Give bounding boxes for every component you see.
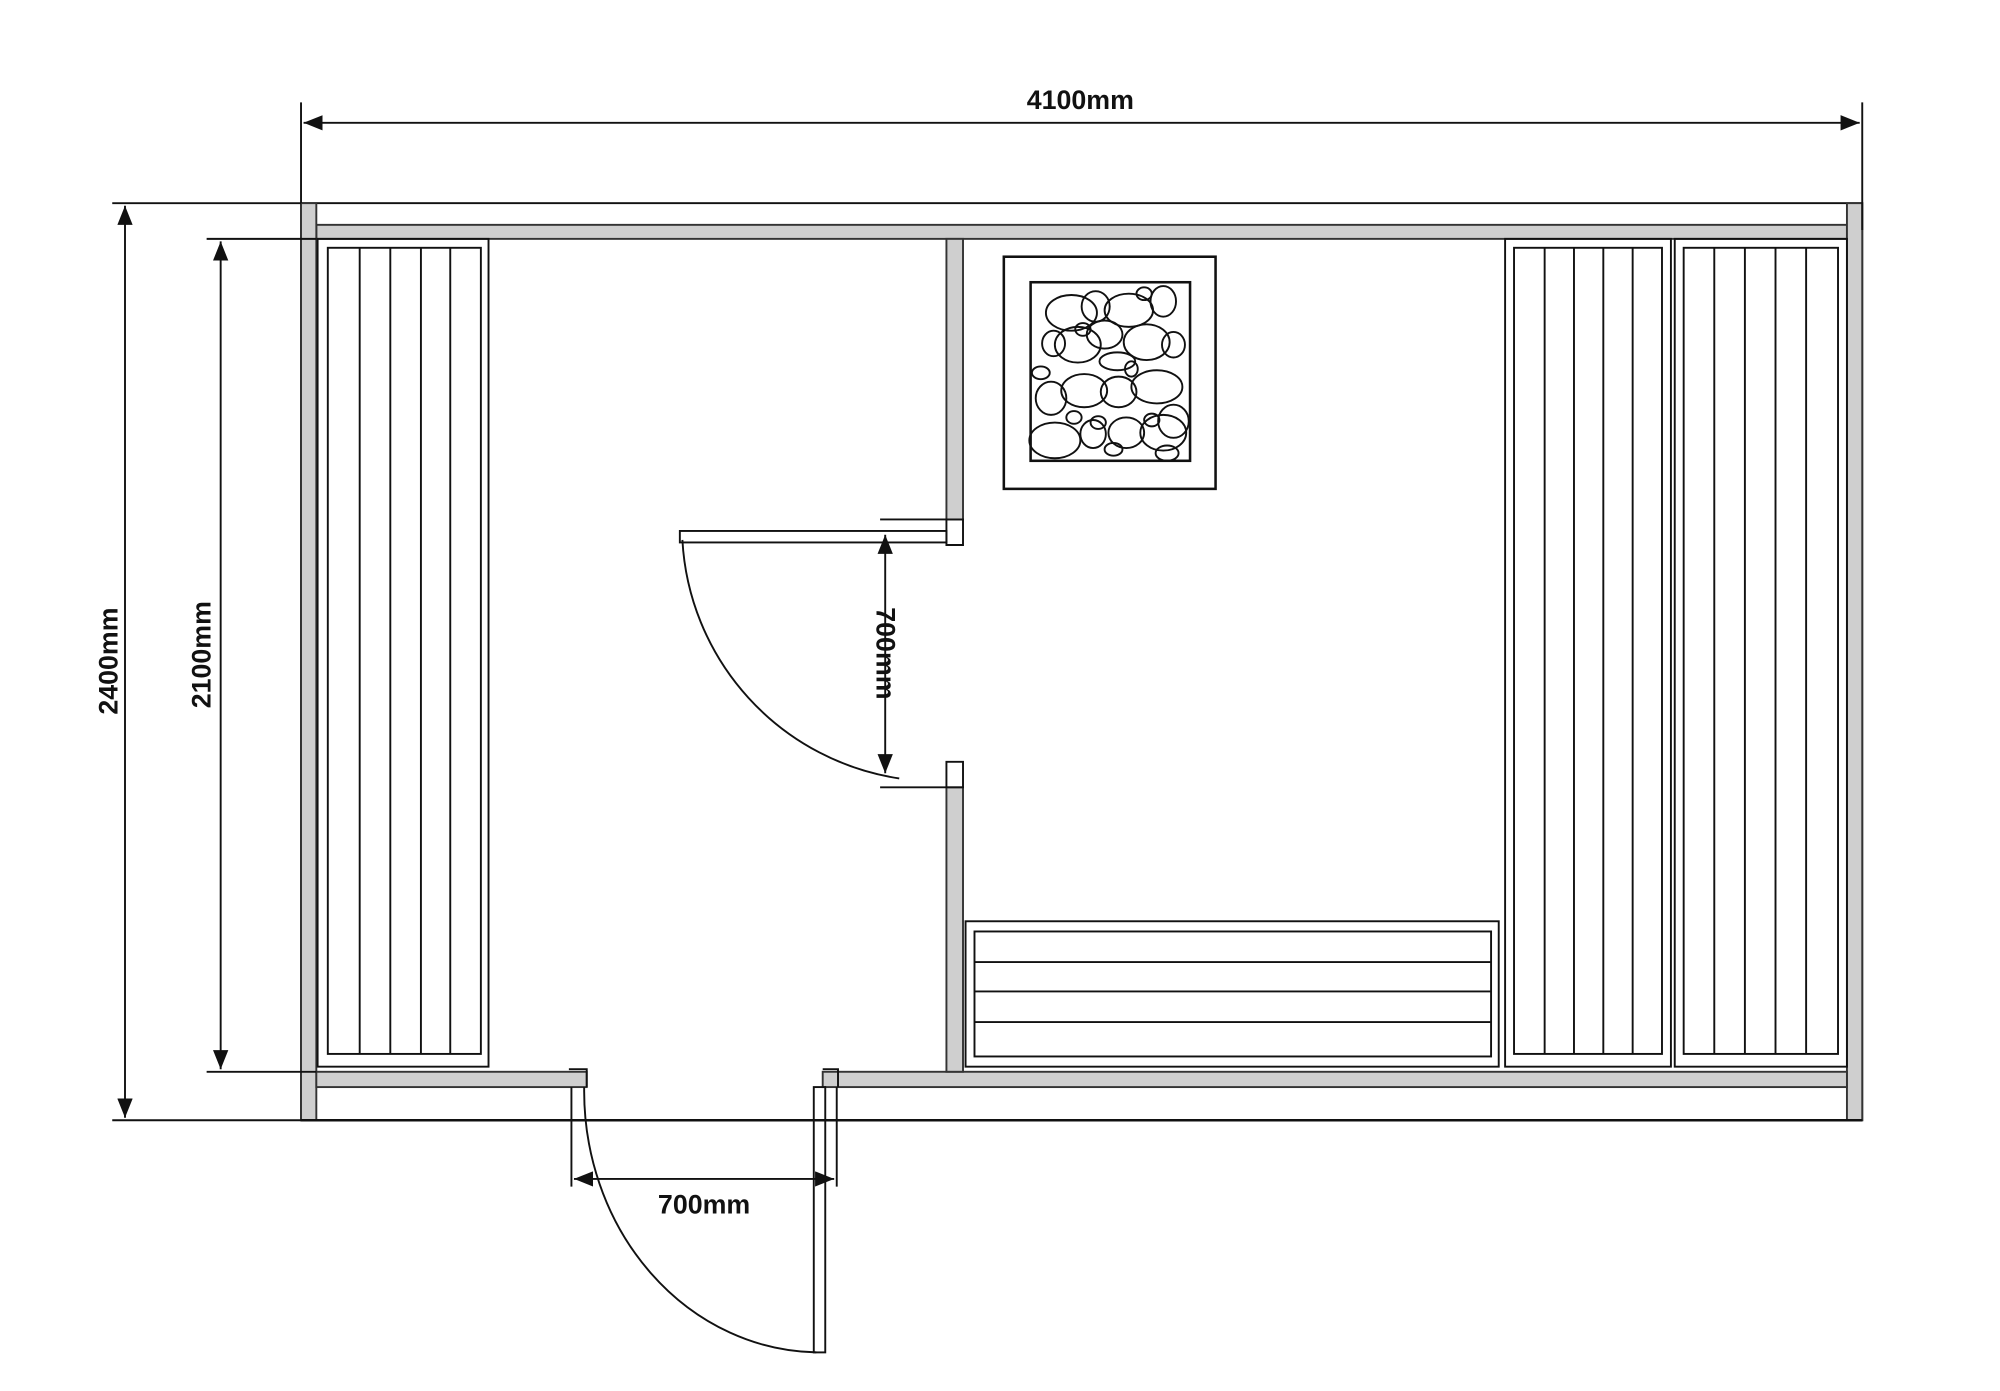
dimension-entrance-door: 700mm [573, 1171, 835, 1219]
outer-walls [300, 202, 1864, 1122]
dimension-inner-door: 700mm [870, 534, 900, 774]
width-label: 4100mm [1027, 85, 1134, 115]
bench-bottom [964, 920, 1500, 1068]
inner-door [678, 518, 948, 789]
dimension-depth: 2400mm [93, 202, 302, 1122]
depth-label: 2400mm [93, 607, 123, 714]
dimension-width: 4100mm [300, 85, 1864, 230]
dimension-inner-depth: 2100mm [186, 237, 317, 1073]
partition-wall [945, 237, 964, 1073]
bench-right-2 [1673, 237, 1848, 1068]
entrance-door [568, 1068, 839, 1354]
bench-right-1 [1504, 237, 1672, 1068]
inner-door-label: 700mm [870, 607, 900, 699]
entrance-door-label: 700mm [658, 1189, 750, 1219]
inner-depth-label: 2100mm [186, 601, 216, 708]
bench-left [316, 237, 490, 1068]
sauna-heater-icon [1002, 255, 1217, 491]
